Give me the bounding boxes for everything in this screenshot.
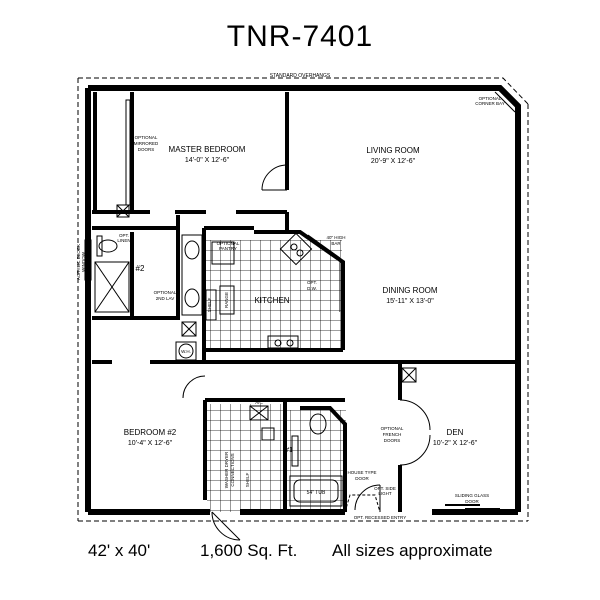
french-doors-note-1: OPTIONAL [381,426,404,431]
bath1-tile-floor [286,410,346,510]
master-bedroom-name: MASTER BEDROOM [169,145,246,154]
sliding-door-note-1: SLIDING GLASS [455,493,489,498]
second-lav-note-1: OPTIONAL [154,290,177,295]
kitchen-tile-floor [206,240,342,350]
ac-note: A/C [255,400,263,405]
side-light-note-2: LIGHT [378,491,392,496]
den-size: 10'-2" X 12'-6" [433,440,478,447]
linen-note-1: OPT. [119,233,129,238]
bath2-name: #2 [136,264,145,273]
interior-walls [92,92,518,512]
laundry-tile-floor [207,404,285,512]
mirrored-doors-note-1: OPTIONAL [135,135,158,140]
linen-note-2: LINEN [117,238,130,243]
living-room-size: 20'-9" X 12'-6" [371,158,416,165]
dw-note-1: OPT. [307,280,317,285]
high-bar-note-1: 40" HIGH [326,235,345,240]
acrylic-window-note-1: ACRYLIC BLOCK [76,244,81,280]
footer-dimensions: 42' x 40' [88,541,151,560]
pantry-note-1: OPTIONAL [217,241,240,246]
tub-note: 54" TUB [307,490,326,496]
dw-note-2: D.W. [307,286,317,291]
plan-title: TNR-7401 [226,20,374,53]
bedroom2-name: BEDROOM #2 [124,428,177,437]
fixtures [84,91,519,541]
footer-area: 1,600 Sq. Ft. [200,541,298,560]
overhang-outline [77,77,529,522]
living-room-name: LIVING ROOM [366,146,420,155]
acrylic-window-note-2: WINDOW [81,251,86,271]
shelf-note: SHELF [207,298,212,313]
dining-room-name: DINING ROOM [382,286,437,295]
footer-note: All sizes approximate [332,541,493,560]
french-doors-note-3: DOORS [384,438,401,443]
mirrored-doors-note-2: MIRRORED [134,141,159,146]
second-lav-note-2: 2ND LAV [156,296,174,301]
corner-bay-note-2: CORNER BAY [475,101,504,106]
kitchen-name: KITCHEN [254,296,289,305]
house-door-note-1: HOUSE TYPE [348,470,377,475]
washer-dryer-note-1: WASHER DRYER [224,451,229,488]
side-light-note-1: OPT. SIDE [374,486,396,491]
corner-bay-note-1: OPTIONAL [479,96,502,101]
plan-footer: 42' x 40' 1,600 Sq. Ft. All sizes approx… [0,541,600,563]
dining-room-size: 15'-11" X 13'-0" [386,298,434,305]
laundry-shelf-note: SHELF [245,473,250,488]
range-note: RANGE [224,292,229,308]
pantry-note-2: PANTRY [219,246,237,251]
high-bar-note-2: BAR [331,241,341,246]
french-doors-note-2: FRENCH [383,432,402,437]
water-heater-note: W.H. [181,349,191,354]
overhang-label: STANDARD OVERHANGS [270,73,331,79]
house-door-note-2: DOOR [355,476,369,481]
mirrored-doors-note-3: DOORS [138,147,155,152]
bath1-name: #1 [285,447,293,454]
den-name: DEN [447,428,464,437]
bedroom2-size: 10'-4" X 12'-6" [128,440,173,447]
recessed-entry-note: OPT. RECESSED ENTRY [354,515,406,520]
sliding-door-note-2: DOOR [465,499,479,504]
master-bedroom-size: 14'-0" X 12'-6" [185,157,230,164]
washer-dryer-note-2: CONNECTIONS [230,453,235,486]
